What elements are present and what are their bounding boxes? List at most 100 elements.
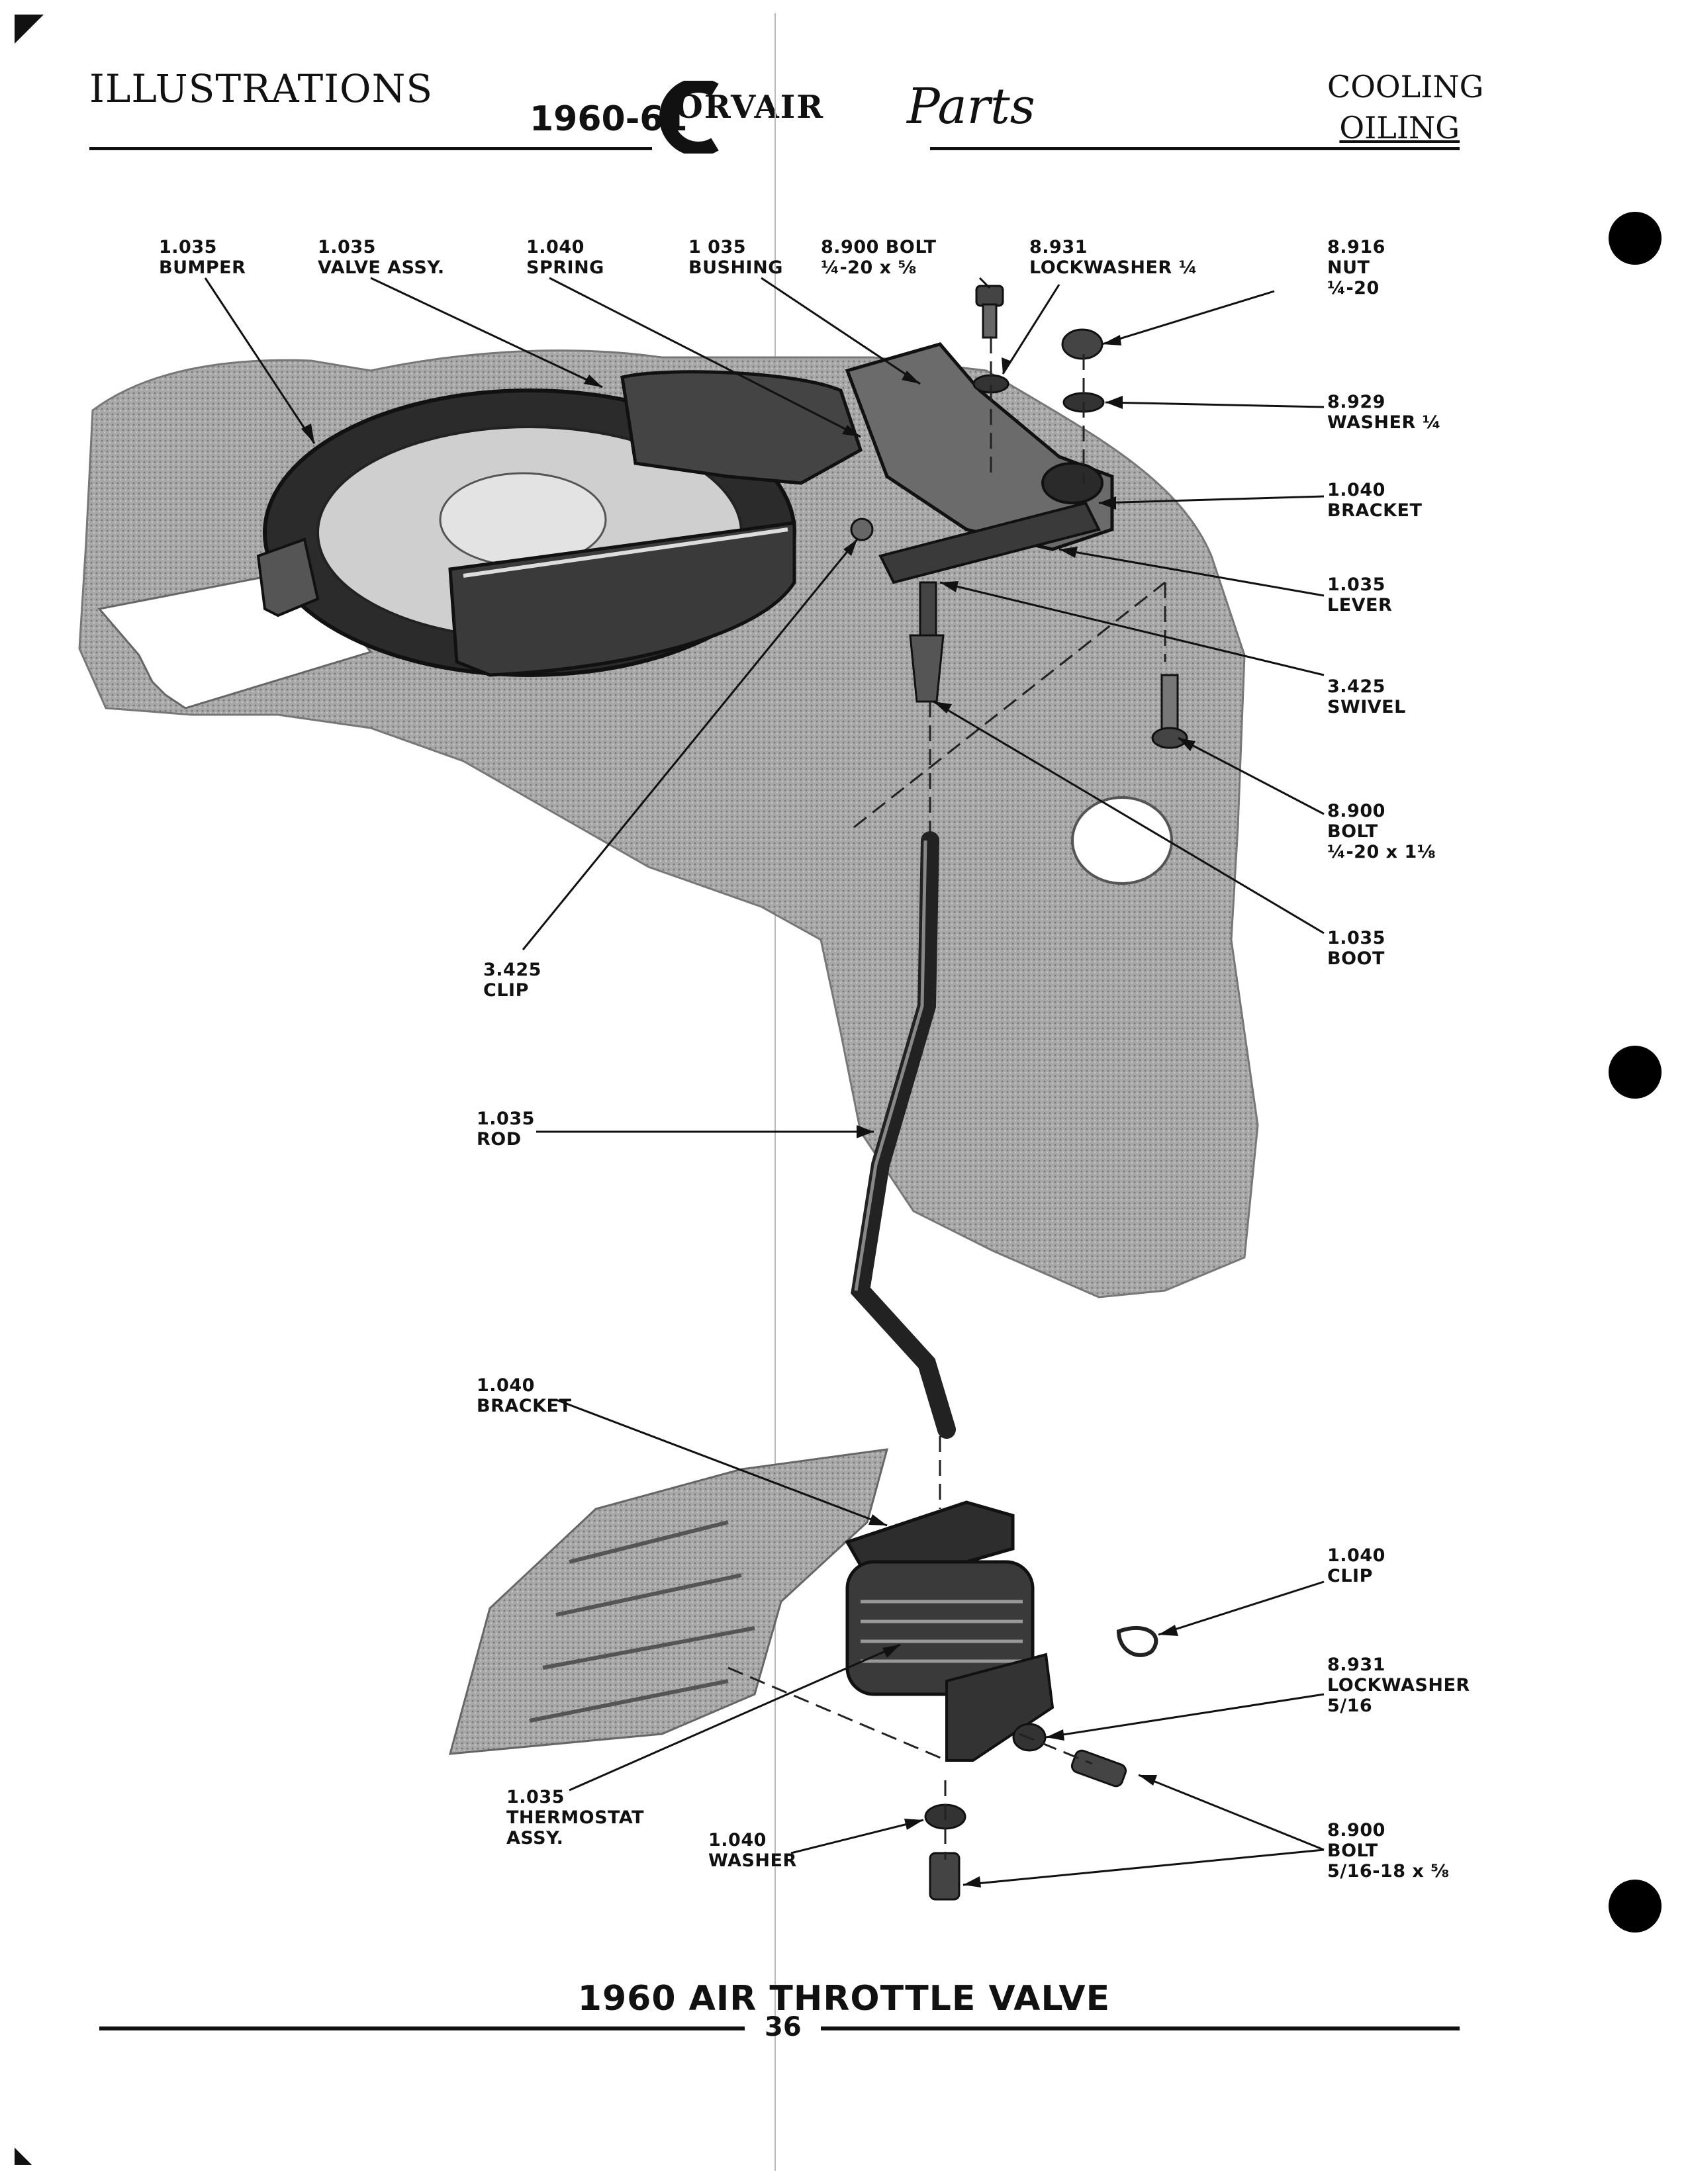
leader-arrowheads [301,335,1196,1888]
page-number: 36 [765,2012,802,2042]
label-valve-assy: 1.035 VALVE ASSY. [318,237,445,278]
thermostat-mount-plate [945,1653,1055,1762]
label-bolt-top: 8.900 BOLT ¼-20 x ⅝ [821,237,937,278]
label-washer-top-num: 8.929 [1327,392,1385,412]
label-swivel-name: SWIVEL [1327,697,1406,717]
label-thermostat-num: 1.035 [506,1787,565,1807]
swivel-part [919,581,937,637]
label-thermostat-name: THERMOSTAT [506,1807,645,1828]
label-lever-name: LEVER [1327,595,1393,615]
label-bracket-top-name: BRACKET [1327,500,1423,521]
assembly-lines [727,338,1166,1860]
label-bolt-low: 8.900 BOLT 5/16-18 x ⅝ [1327,1820,1450,1882]
label-valve-assy-name: VALVE ASSY. [318,257,445,278]
label-bushing-name: BUSHING [688,257,783,278]
binding-hole-bottom [1609,1880,1662,1933]
label-lockwasher-top: 8.931 LOCKWASHER ¼ [1029,237,1197,278]
label-boot-name: BOOT [1327,948,1385,969]
label-clip-left: 3.425 CLIP [483,960,541,1001]
category-line-2: OILING [1339,110,1460,146]
throttle-rod [851,831,956,1439]
label-bolt-top-name: ¼-20 x ⅝ [821,257,917,278]
boot-part [909,634,945,703]
label-bumper-name: BUMPER [159,257,246,278]
label-clip-right-num: 1.040 [1327,1545,1385,1566]
category-heading: COOLING OILING [1327,66,1484,148]
label-spring-name: SPRING [526,257,604,278]
label-lockwasher-low-num: 8.931 [1327,1655,1385,1675]
page-fold-line [774,13,776,2171]
label-bracket-low-name: BRACKET [477,1396,572,1416]
label-lockwasher-top-num: 8.931 [1029,237,1088,257]
label-bushing-num: 1 035 [688,237,747,257]
label-lever: 1.035 LEVER [1327,574,1392,615]
label-bumper: 1.035 BUMPER [159,237,246,278]
corner-mark-top-left [15,15,44,44]
label-clip-left-name: CLIP [483,980,529,1001]
binding-hole-top [1609,212,1662,265]
label-nut-num: 8.916 [1327,237,1385,257]
label-lockwasher-low: 8.931 LOCKWASHER 5/16 [1327,1655,1470,1716]
label-thermostat-name2: ASSY. [506,1828,564,1848]
lower-bolt [929,1852,961,1901]
left-clip-part [850,518,874,541]
shroud-opening [1071,796,1173,885]
label-boot-num: 1.035 [1327,928,1385,948]
section-title: ILLUSTRATIONS [89,66,434,111]
label-rod: 1.035 ROD [477,1109,535,1150]
label-nut: 8.916 NUT ¼-20 [1327,237,1385,298]
top-nut [1061,328,1103,360]
label-bracket-low: 1.040 BRACKET [477,1375,571,1416]
label-bolt-mid-size: ¼-20 x 1⅛ [1327,842,1436,862]
lower-duct [448,1448,889,1755]
lever-arm [878,501,1101,584]
label-washer-low: 1.040 WASHER [708,1830,797,1871]
label-spring-num: 1.040 [526,237,585,257]
valve-ring-front [448,521,796,677]
mid-bolt-head [1151,727,1188,749]
leader-lines [204,277,1325,1886]
top-bolt-head [975,285,1004,307]
lower-duct-fins [529,1520,755,1723]
label-bumper-num: 1.035 [159,237,217,257]
label-washer-top-name: WASHER ¼ [1327,412,1442,433]
label-boot: 1.035 BOOT [1327,928,1385,969]
label-valve-assy-num: 1.035 [318,237,376,257]
label-lever-num: 1.035 [1327,574,1385,595]
label-lockwasher-top-name: LOCKWASHER ¼ [1029,257,1198,278]
label-washer-low-name: WASHER [708,1850,797,1871]
thermostat-coils [861,1600,1023,1663]
lower-clip-part [1116,1625,1158,1657]
label-bolt-low-size: 5/16-18 x ⅝ [1327,1861,1450,1882]
label-swivel-num: 3.425 [1327,676,1385,697]
binding-hole-middle [1609,1046,1662,1099]
category-line-1: COOLING [1327,69,1484,105]
valve-assembly-plate [620,370,863,485]
label-nut-size: ¼-20 [1327,278,1380,298]
label-bolt-mid-num: 8.900 [1327,801,1385,821]
brand-logo: ORVAIR [675,89,825,126]
label-bushing: 1 035 BUSHING [688,237,783,278]
brand-logo-c-icon [659,81,719,154]
label-clip-right: 1.040 CLIP [1327,1545,1385,1586]
label-bolt-low-num: 8.900 [1327,1820,1385,1841]
corner-mark-bottom-left [15,2148,32,2165]
brand-script: Parts [907,78,1035,135]
label-lockwasher-low-size: 5/16 [1327,1696,1373,1716]
label-bolt-mid: 8.900 BOLT ¼-20 x 1⅛ [1327,801,1436,862]
top-bolt-shank [982,303,998,339]
label-washer-low-num: 1.040 [708,1830,767,1850]
label-lockwasher-low-name: LOCKWASHER [1327,1675,1470,1696]
label-bolt-mid-name: BOLT [1327,821,1378,842]
label-clip-left-num: 3.425 [483,960,541,980]
label-bracket-top-num: 1.040 [1327,480,1385,500]
label-bracket-top: 1.040 BRACKET [1327,480,1422,521]
label-washer-top: 8.929 WASHER ¼ [1327,392,1441,433]
label-spring: 1.040 SPRING [526,237,604,278]
footer-rule-left [99,2026,745,2030]
bumper-part [256,537,320,617]
lower-side-bolt [1070,1749,1127,1788]
mid-bolt-shank [1160,674,1179,736]
figure-caption: 1960 AIR THROTTLE VALVE [577,1979,1111,2019]
label-rod-name: ROD [477,1129,522,1150]
